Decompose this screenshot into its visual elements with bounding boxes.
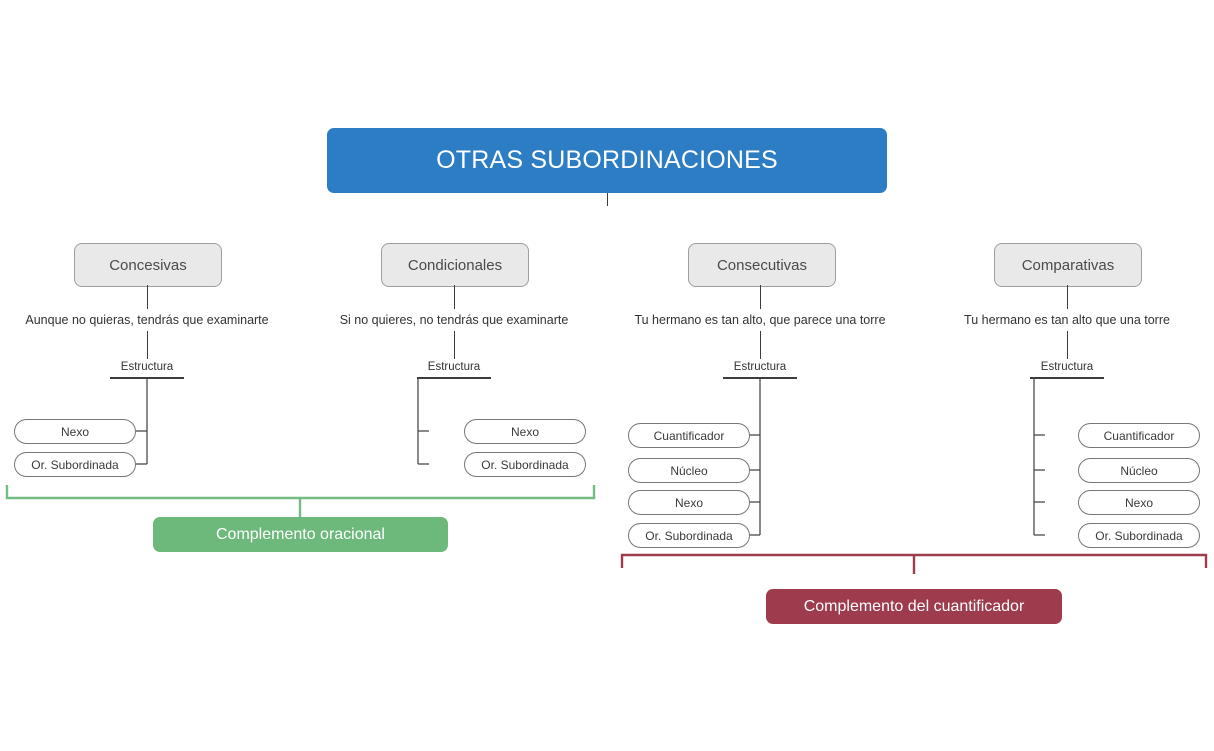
part-label: Or. Subordinada	[645, 528, 733, 543]
part-label: Núcleo	[670, 463, 708, 478]
example-sentence-consecutivas: Tu hermano es tan alto, que parece una t…	[634, 313, 886, 327]
estructura-rule-comparativas	[1030, 377, 1104, 379]
part-pill-comparativas-0[interactable]: Cuantificador	[1078, 423, 1200, 448]
part-label: Or. Subordinada	[31, 457, 119, 472]
connector-concesivas-example	[147, 285, 148, 309]
grouping-banner-complemento-oracional[interactable]: Complemento oracional	[153, 517, 448, 552]
part-pill-concesivas-0[interactable]: Nexo	[14, 419, 136, 444]
connector-comparativas-estructura	[1067, 331, 1068, 359]
example-sentence-comparativas: Tu hermano es tan alto que una torre	[964, 313, 1170, 327]
example-sentence-condicionales: Si no quieres, no tendrás que examinarte	[339, 313, 569, 327]
part-pill-comparativas-1[interactable]: Núcleo	[1078, 458, 1200, 483]
parts-connector-consecutivas	[749, 377, 761, 536]
category-label: Consecutivas	[716, 256, 808, 274]
grouping-banner-complemento-cuantificador[interactable]: Complemento del cuantificador	[766, 589, 1062, 624]
part-pill-consecutivas-3[interactable]: Or. Subordinada	[628, 523, 750, 548]
estructura-label-concesivas: Estructura	[120, 361, 174, 373]
part-label: Núcleo	[1120, 463, 1158, 478]
part-label: Or. Subordinada	[481, 457, 569, 472]
part-label: Nexo	[510, 424, 539, 439]
grouping-banner-label: Complemento oracional	[216, 525, 385, 543]
category-box-consecutivas[interactable]: Consecutivas	[688, 243, 836, 287]
connector-consecutivas-estructura	[760, 331, 761, 359]
category-box-condicionales[interactable]: Condicionales	[381, 243, 529, 287]
estructura-label-comparativas: Estructura	[1040, 361, 1094, 373]
grouping-bracket-red	[620, 553, 1208, 574]
part-pill-consecutivas-2[interactable]: Nexo	[628, 490, 750, 515]
part-pill-consecutivas-0[interactable]: Cuantificador	[628, 423, 750, 448]
grouping-banner-label: Complemento del cuantificador	[803, 597, 1025, 615]
category-label: Concesivas	[109, 256, 187, 274]
category-label: Condicionales	[407, 256, 503, 274]
estructura-rule-condicionales	[417, 377, 491, 379]
part-pill-comparativas-2[interactable]: Nexo	[1078, 490, 1200, 515]
connector-condicionales-example	[454, 285, 455, 309]
part-label: Cuantificador	[653, 428, 725, 443]
category-label: Comparativas	[1021, 256, 1115, 274]
root-node[interactable]: OTRAS SUBORDINACIONES	[327, 128, 887, 193]
part-label: Nexo	[60, 424, 89, 439]
category-box-comparativas[interactable]: Comparativas	[994, 243, 1142, 287]
connector-consecutivas-example	[760, 285, 761, 309]
part-pill-comparativas-3[interactable]: Or. Subordinada	[1078, 523, 1200, 548]
parts-connector-condicionales	[417, 377, 429, 465]
part-pill-condicionales-0[interactable]: Nexo	[464, 419, 586, 444]
connector-comparativas-example	[1067, 285, 1068, 309]
parts-connector-comparativas	[1033, 377, 1045, 536]
part-pill-concesivas-1[interactable]: Or. Subordinada	[14, 452, 136, 477]
part-label: Nexo	[1124, 495, 1153, 510]
part-label: Or. Subordinada	[1095, 528, 1183, 543]
estructura-label-condicionales: Estructura	[427, 361, 481, 373]
part-pill-consecutivas-1[interactable]: Núcleo	[628, 458, 750, 483]
estructura-label-consecutivas: Estructura	[733, 361, 787, 373]
part-label: Nexo	[674, 495, 703, 510]
root-stem	[607, 193, 608, 206]
grouping-bracket-green	[5, 485, 596, 517]
parts-connector-concesivas	[136, 377, 148, 465]
part-pill-condicionales-1[interactable]: Or. Subordinada	[464, 452, 586, 477]
example-sentence-concesivas: Aunque no quieras, tendrás que examinart…	[25, 313, 269, 327]
connector-condicionales-estructura	[454, 331, 455, 359]
part-label: Cuantificador	[1103, 428, 1175, 443]
category-box-concesivas[interactable]: Concesivas	[74, 243, 222, 287]
connector-concesivas-estructura	[147, 331, 148, 359]
root-node-label: OTRAS SUBORDINACIONES	[436, 146, 778, 174]
